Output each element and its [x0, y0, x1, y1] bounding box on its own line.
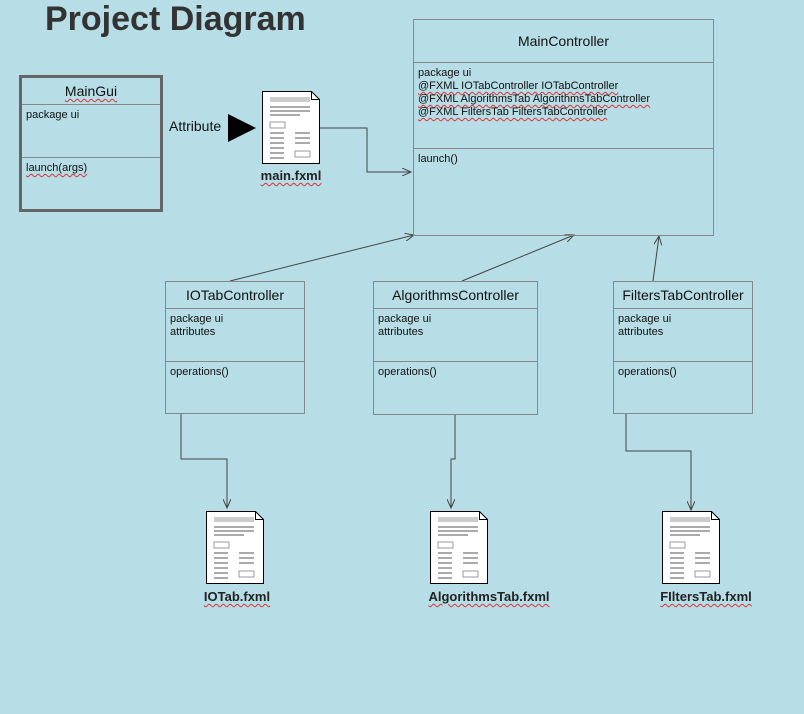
attribute-line: package ui — [170, 313, 224, 325]
attribute-line: attributes — [170, 326, 216, 338]
file-label-iotab: IOTab.fxml — [203, 589, 271, 604]
diagram-title: Project Diagram — [45, 0, 306, 38]
attribute-line: attributes — [378, 326, 424, 338]
class-name: IOTabController — [166, 282, 304, 309]
connector-algorithms-fxml — [451, 414, 456, 508]
class-algorithms-controller[interactable]: AlgorithmsController package ui attribut… — [373, 281, 538, 415]
attribute-arrow-label: Attribute — [169, 118, 222, 134]
class-name: FiltersTabController — [614, 282, 752, 309]
operation-line: operations() — [378, 366, 437, 378]
connector-filters-maincontroller — [652, 236, 659, 282]
connector-iotab-maincontroller — [229, 235, 414, 282]
attribute-line: package ui — [378, 313, 432, 325]
attribute-line: @FXML IOTabController IOTabController — [418, 80, 619, 92]
class-io-tab-controller[interactable]: IOTabController package ui attributes op… — [165, 281, 305, 414]
class-operations: operations() — [374, 362, 537, 379]
document-icon-filterstab-fxml[interactable] — [662, 511, 720, 584]
file-label-main: main.fxml — [260, 168, 322, 183]
attribute-arrow-head — [228, 114, 256, 142]
class-main-gui[interactable]: MainGui package ui launch(args) — [19, 75, 163, 212]
class-main-controller[interactable]: MainController package ui @FXML IOTabCon… — [413, 19, 714, 236]
file-label-filterstab: FIltersTab.fxml — [660, 589, 752, 604]
class-operations: operations() — [614, 362, 752, 379]
class-attributes: package ui attributes — [374, 309, 537, 362]
connector-mainfxml-maincontroller — [320, 127, 411, 172]
class-operations: launch() — [414, 149, 713, 166]
class-filters-tab-controller[interactable]: FiltersTabController package ui attribut… — [613, 281, 753, 414]
class-name: MainController — [414, 20, 713, 63]
operation-line: launch(args) — [26, 162, 88, 174]
operation-line: launch() — [418, 153, 458, 165]
class-name: MainGui — [22, 78, 160, 105]
file-label-algorithmstab: AlgorithmsTab.fxml — [428, 589, 550, 604]
class-attributes: package ui — [22, 105, 160, 158]
connector-filters-fxml — [625, 414, 691, 510]
connector-iotab-fxml — [180, 414, 227, 508]
attribute-line: attributes — [618, 326, 664, 338]
class-name: AlgorithmsController — [374, 282, 537, 309]
class-attributes: package ui attributes — [614, 309, 752, 362]
class-operations: launch(args) — [22, 158, 160, 175]
document-icon-iotab-fxml[interactable] — [206, 511, 264, 584]
document-icon-algorithmstab-fxml[interactable] — [430, 511, 488, 584]
class-attributes: package ui attributes — [166, 309, 304, 362]
attribute-line: package ui — [618, 313, 672, 325]
connector-algorithms-maincontroller — [461, 235, 574, 282]
document-icon-main-fxml[interactable] — [262, 91, 320, 164]
class-operations: operations() — [166, 362, 304, 379]
attribute-line: @FXML AlgorithmsTab AlgorithmsTabControl… — [418, 93, 651, 105]
attribute-line: @FXML FiltersTab FiltersTabController — [418, 106, 608, 118]
operation-line: operations() — [170, 366, 229, 378]
operation-line: operations() — [618, 366, 677, 378]
class-attributes: package ui @FXML IOTabController IOTabCo… — [414, 63, 713, 149]
attribute-line: package ui — [418, 67, 472, 79]
attribute-line: package ui — [26, 109, 80, 121]
